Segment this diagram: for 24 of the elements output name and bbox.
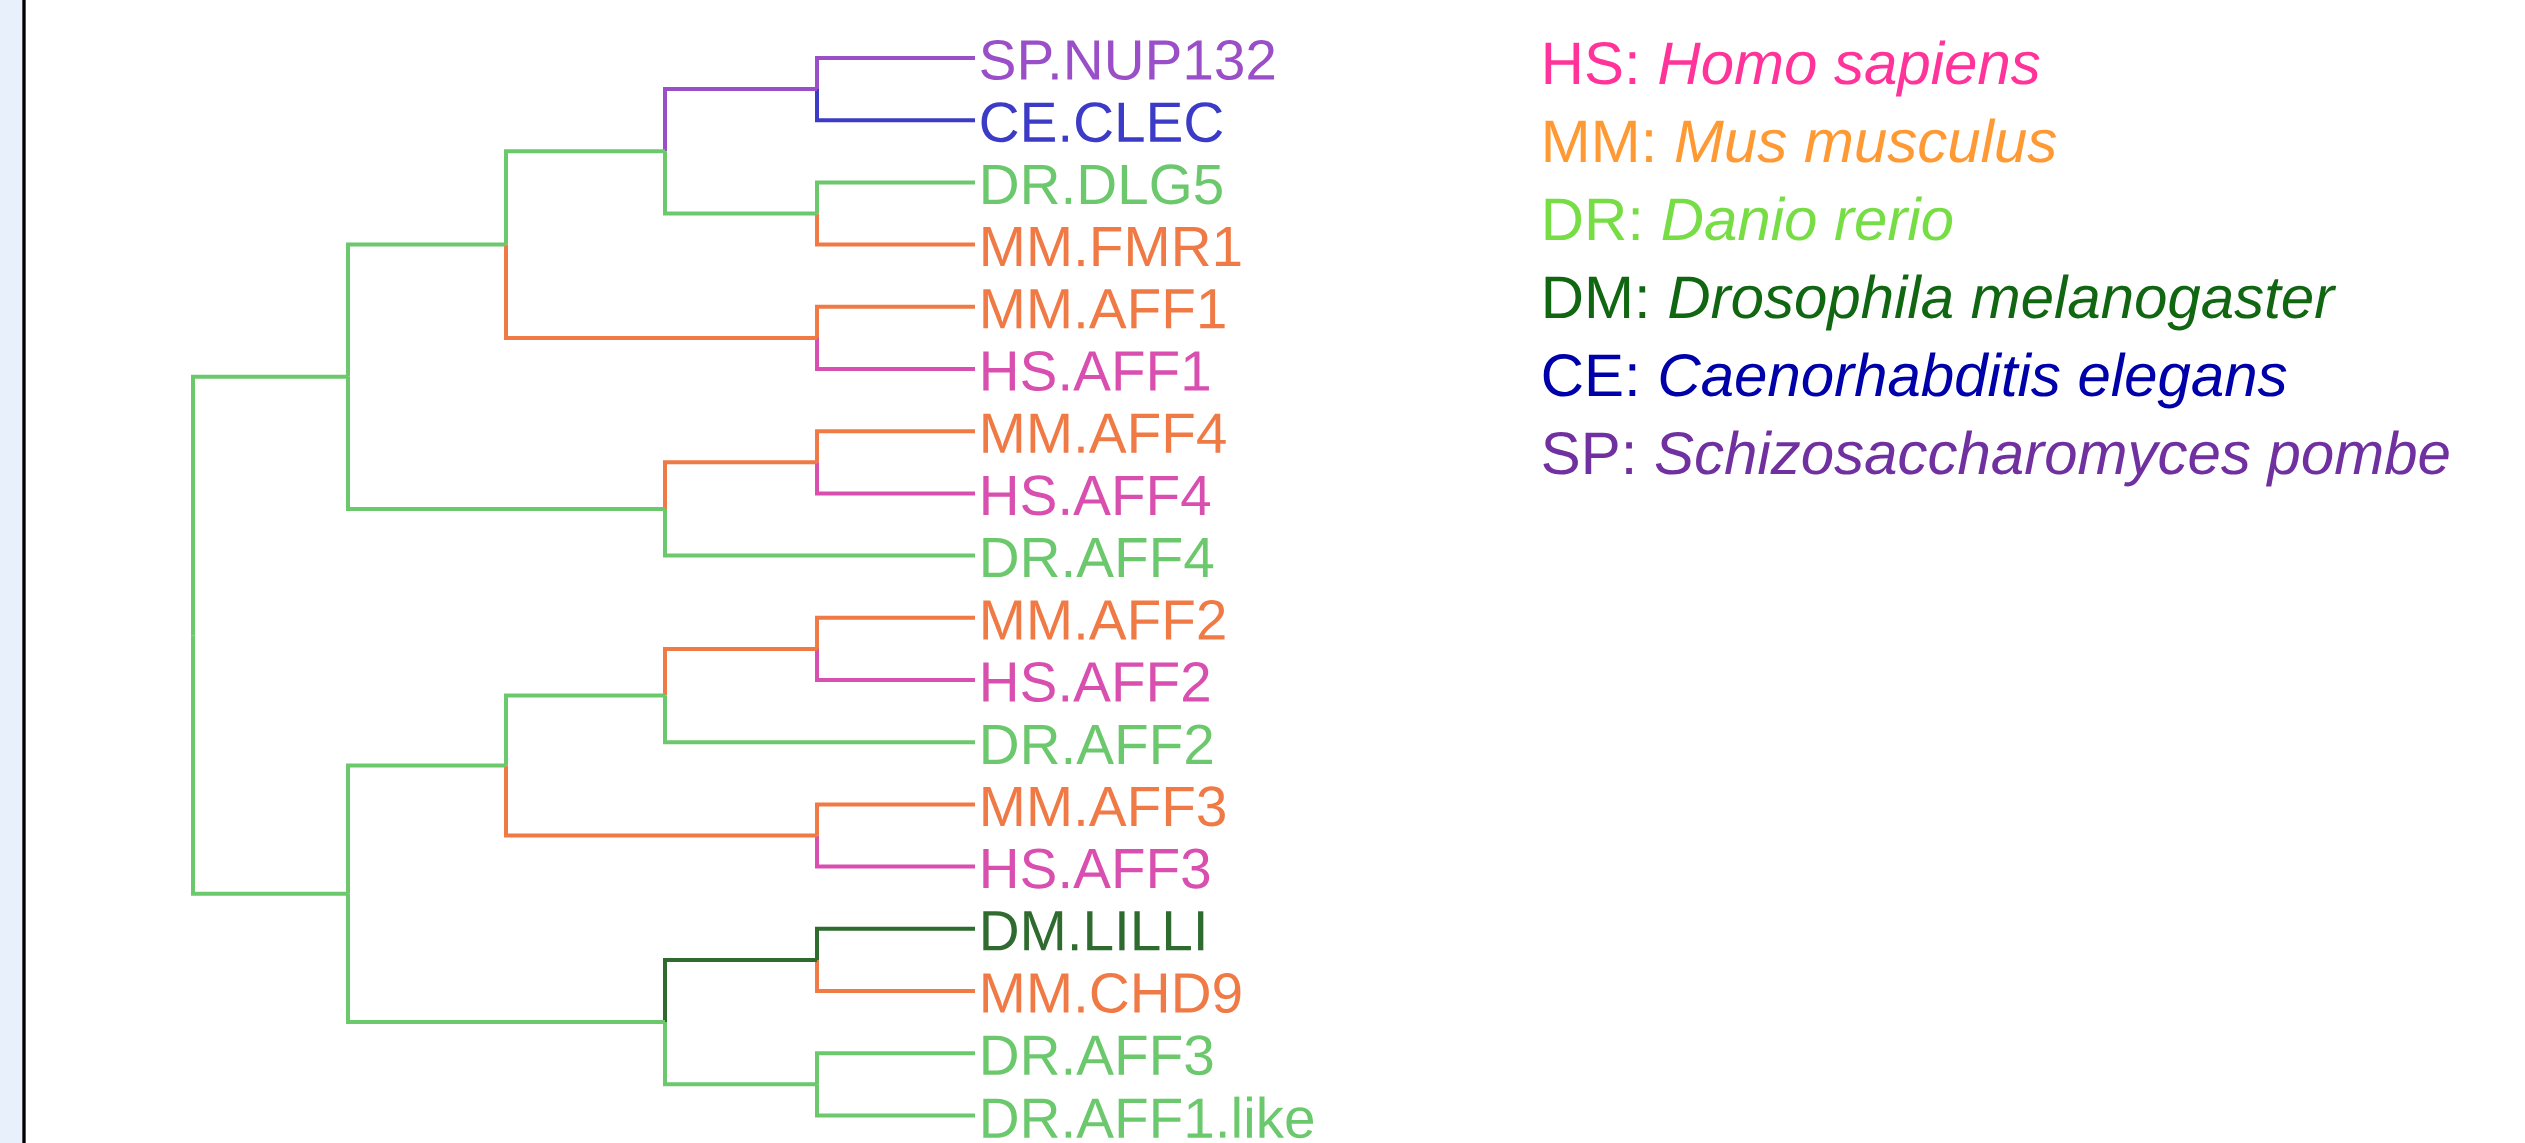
leaf-label: MM.AFF2	[983, 600, 1225, 640]
legend-entry: DM: Drosophila melanogaster	[1545, 274, 2337, 331]
legend-entry: DR: Danio rerio	[1545, 196, 1953, 241]
leaf-label: MM.CHD9	[983, 972, 1241, 1014]
leaf-label: HS.AFF1	[983, 350, 1209, 392]
leaf-label: DR.DLG5	[983, 164, 1222, 205]
leaf-label: MM.FMR1	[983, 227, 1241, 267]
leaf-label: DM.LILLI	[983, 911, 1204, 951]
leaf-label: MM.AFF4	[983, 413, 1226, 453]
legend-entry: MM: Mus musculus	[1545, 118, 2057, 163]
leaf-label: MM.AFF1	[983, 289, 1225, 329]
leaf-label: HS.AFF4	[983, 475, 1211, 516]
leaf-label: DR.AFF1.like	[983, 1096, 1314, 1139]
leaf-label: DR.AFF4	[983, 538, 1214, 578]
leaf-label: CE.CLEC	[981, 102, 1223, 143]
leaf-label: HS.AFF2	[983, 661, 1209, 703]
leaf-label: HS.AFF3	[983, 848, 1210, 889]
leaf-label: DR.AFF3	[983, 1035, 1213, 1076]
legend-entry: CE: Caenorhabditis elegans	[1543, 352, 2287, 409]
legend-entry: HS: Homo sapiens	[1545, 40, 2040, 97]
legend-entry: SP: Schizosaccharomyces pombe	[1543, 430, 2449, 487]
leaf-label: DR.AFF2	[983, 724, 1212, 764]
leaf-label: MM.AFF3	[983, 786, 1225, 827]
leaf-label: SP.NUP132	[981, 39, 1275, 81]
